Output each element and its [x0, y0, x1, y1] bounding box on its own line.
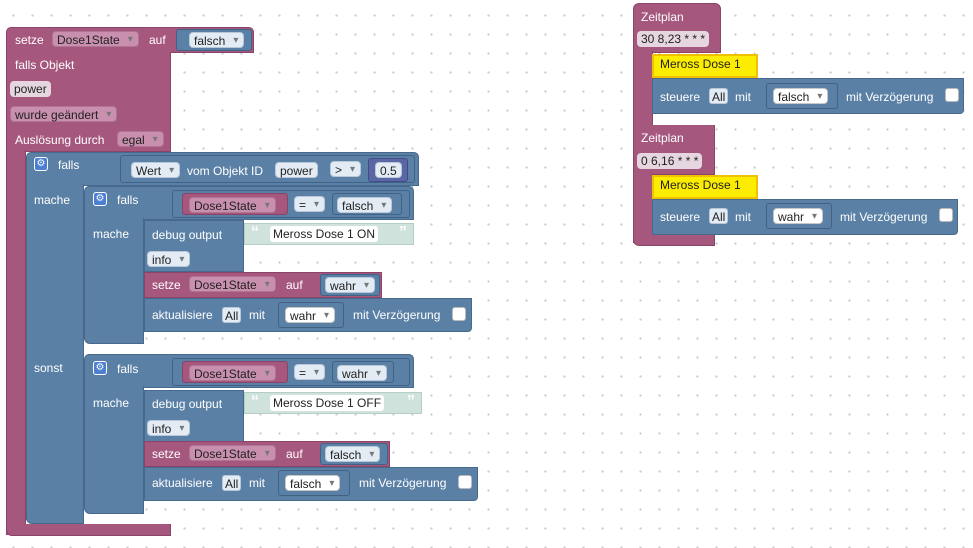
outer-if-rail — [26, 184, 84, 520]
aktualisiere-on-all-dropdown[interactable]: All — [222, 307, 242, 323]
aktualisiere-off-value-dropdown[interactable]: falsch — [285, 475, 341, 492]
if-off-operator-dropdown[interactable]: = — [294, 364, 326, 381]
if-on-footer — [84, 330, 144, 344]
schedule-1-mit-label: mit — [735, 90, 751, 104]
aktualisiere-off-all-dropdown[interactable]: All — [222, 475, 242, 491]
setze-off-variable-dropdown[interactable]: Dose1State — [189, 445, 276, 462]
outer-if-footer — [26, 510, 84, 524]
schedule-2-all-dropdown[interactable]: All — [709, 208, 729, 224]
aktualisiere-on-delay-label: mit Verzögerung — [353, 308, 441, 322]
object-id-chip[interactable]: power — [275, 162, 318, 178]
schedule-1-cron[interactable]: 30 8,23 * * * — [637, 31, 710, 47]
aktualisiere-on-label: aktualisiere — [152, 308, 213, 322]
if-off-value-dropdown[interactable]: wahr — [337, 365, 388, 382]
schedule-1-rail — [633, 51, 653, 127]
setze-on-variable-dropdown[interactable]: Dose1State — [189, 276, 276, 293]
debug-off-level-dropdown[interactable]: info — [147, 420, 191, 437]
vom-objekt-label: vom Objekt ID — [187, 164, 264, 178]
setze-off-label: setze — [152, 447, 181, 461]
number-value[interactable]: 0.5 — [375, 162, 402, 178]
trigger-object-chip[interactable]: power — [10, 81, 51, 97]
schedule-1-steuere-label: steuere — [660, 90, 701, 104]
setze-on-label: setze — [152, 278, 181, 292]
schedule-2-cron[interactable]: 0 6,16 * * * — [637, 153, 703, 169]
compare-operator-dropdown[interactable]: > — [330, 161, 362, 178]
if-on-rail — [84, 218, 144, 330]
aktualisiere-on-delay-checkbox[interactable] — [452, 307, 466, 321]
setze-label: setze — [15, 33, 44, 47]
trigger-condition-dropdown[interactable]: wurde geändert — [10, 106, 118, 123]
if-off-variable-dropdown[interactable]: Dose1State — [189, 365, 276, 382]
if-on-value-dropdown[interactable]: falsch — [337, 197, 393, 214]
debug-off-message[interactable]: Meross Dose 1 OFF — [270, 395, 385, 411]
debug-on-level-dropdown[interactable]: info — [147, 251, 191, 268]
outer-sonst-label: sonst — [34, 361, 63, 375]
debug-on-label: debug output — [152, 228, 223, 242]
schedule-2-value-dropdown[interactable]: wahr — [773, 208, 824, 225]
if-on-variable-dropdown[interactable]: Dose1State — [189, 197, 276, 214]
ausloesung-label: Auslösung durch — [15, 133, 105, 147]
if-on-mache-label: mache — [93, 227, 130, 241]
setze-value-dropdown[interactable]: falsch — [189, 32, 245, 49]
if-off-falls-label: falls — [117, 362, 139, 376]
schedule-2-steuere-label: steuere — [660, 210, 701, 224]
if-off-rail — [84, 386, 144, 500]
if-off-gear-icon[interactable]: ⚙ — [93, 361, 107, 375]
aktualisiere-off-delay-label: mit Verzögerung — [359, 476, 447, 490]
aktualisiere-on-value-dropdown[interactable]: wahr — [285, 307, 336, 324]
schedule-2-footer — [633, 234, 715, 246]
outer-if-gear-icon[interactable]: ⚙ — [34, 157, 48, 171]
schedule-2-mit-label: mit — [735, 210, 751, 224]
schedule-1-device-block[interactable]: Meross Dose 1 — [652, 54, 758, 78]
outer-mache-label: mache — [34, 193, 71, 207]
schedule-1-delay-checkbox[interactable] — [945, 88, 959, 102]
setze-off-value-dropdown[interactable]: falsch — [325, 446, 381, 463]
aktualisiere-off-mit-label: mit — [249, 476, 265, 490]
debug-off-label: debug output — [152, 397, 223, 411]
if-on-falls-label: falls — [117, 193, 139, 207]
falls-objekt-label: falls Objekt — [15, 58, 75, 72]
setze-on-value-dropdown[interactable]: wahr — [325, 277, 376, 294]
aktualisiere-on-mit-label: mit — [249, 308, 265, 322]
schedule-1-label: Zeitplan — [641, 10, 684, 24]
outer-if-falls-label: falls — [58, 158, 80, 172]
if-off-mache-label: mache — [93, 396, 130, 410]
if-on-operator-dropdown[interactable]: = — [294, 196, 326, 213]
trigger-block-rail — [6, 150, 26, 535]
debug-off-string-block: “ Meross Dose 1 OFF ” — [244, 392, 422, 414]
debug-on-message[interactable]: Meross Dose 1 ON — [270, 226, 379, 242]
schedule-2-delay-checkbox[interactable] — [939, 208, 953, 222]
trigger-block-footer — [6, 524, 171, 536]
schedule-1-value-dropdown[interactable]: falsch — [773, 88, 829, 105]
debug-on-string-block: “ Meross Dose 1 ON ” — [244, 223, 414, 245]
schedule-1-delay-label: mit Verzögerung — [846, 90, 934, 104]
setze-off-auf-label: auf — [286, 447, 303, 461]
ausloesung-dropdown[interactable]: egal — [117, 131, 164, 148]
schedule-1-all-dropdown[interactable]: All — [709, 88, 729, 104]
schedule-2-label: Zeitplan — [641, 131, 684, 145]
setze-auf-label: auf — [149, 33, 166, 47]
setze-variable-dropdown[interactable]: Dose1State — [52, 31, 139, 48]
schedule-2-rail — [633, 173, 653, 243]
aktualisiere-off-delay-checkbox[interactable] — [458, 475, 472, 489]
aktualisiere-off-label: aktualisiere — [152, 476, 213, 490]
if-on-gear-icon[interactable]: ⚙ — [93, 192, 107, 206]
schedule-2-device-block[interactable]: Meross Dose 1 — [652, 175, 758, 199]
wert-dropdown[interactable]: Wert — [131, 162, 181, 179]
schedule-2-delay-label: mit Verzögerung — [840, 210, 928, 224]
setze-on-auf-label: auf — [286, 278, 303, 292]
if-off-footer — [84, 500, 144, 514]
